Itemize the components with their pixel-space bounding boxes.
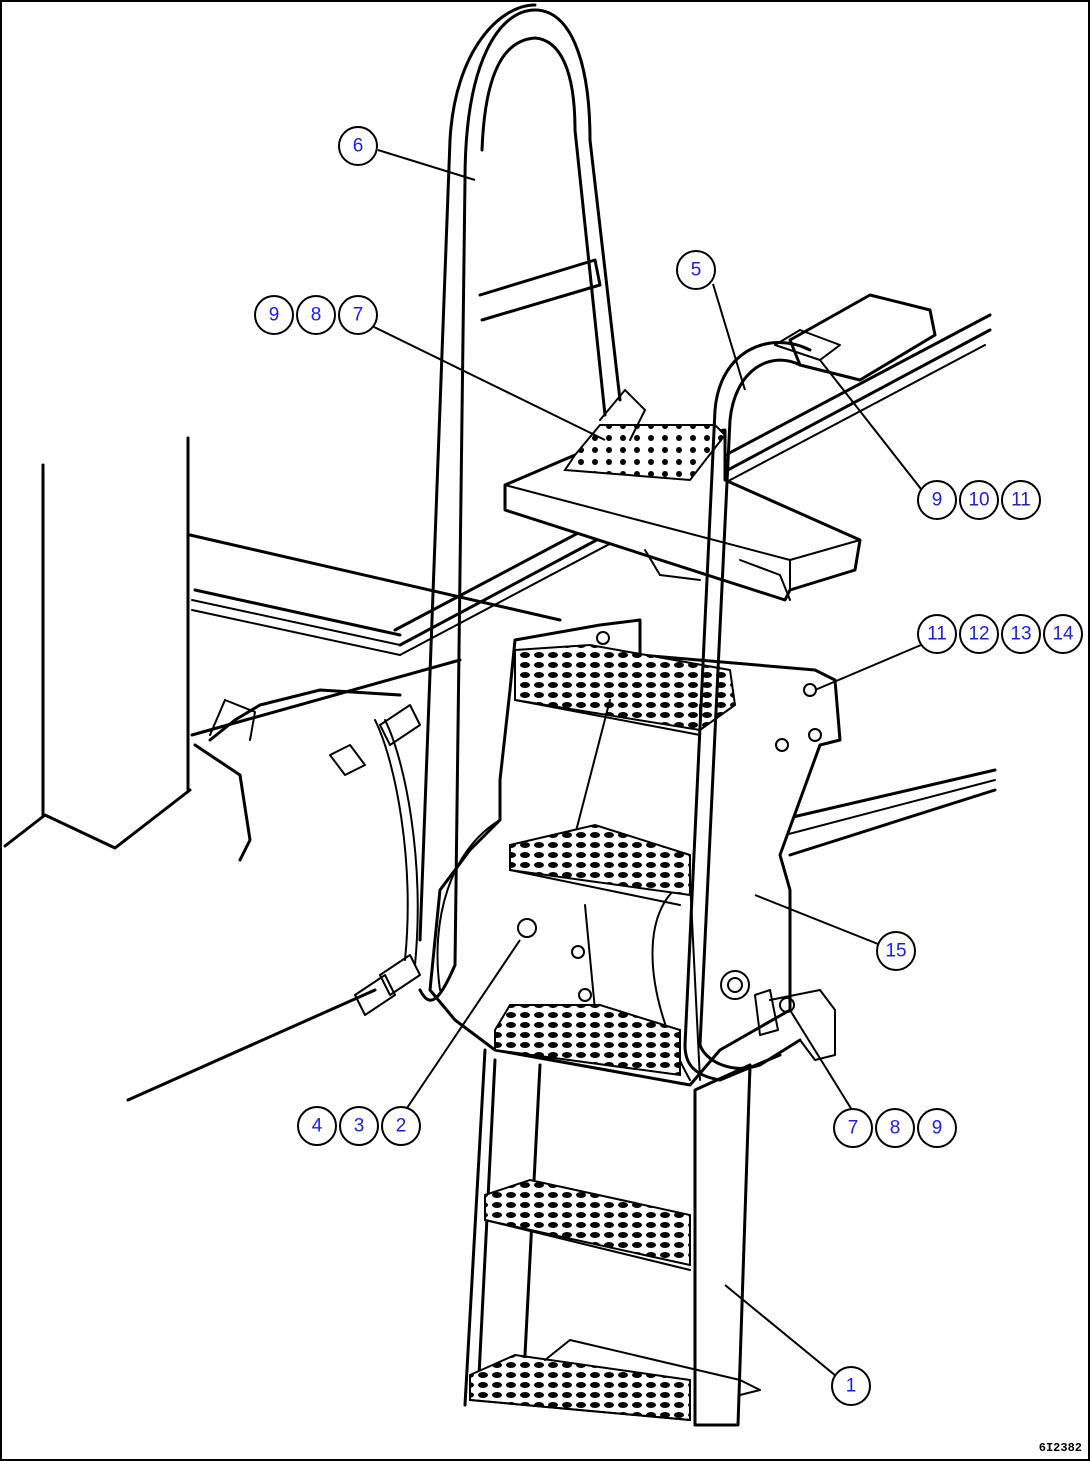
- callout-bubble: 12: [959, 614, 999, 654]
- callout-number: 2: [396, 1116, 407, 1137]
- callout-number: 1: [846, 1376, 857, 1397]
- callout-number: 9: [269, 305, 280, 326]
- callout-number: 11: [927, 624, 947, 645]
- callout-number: 14: [1052, 624, 1074, 645]
- callout-bubble: 6: [338, 126, 378, 166]
- callout-group-7-8-9: 7 8 9: [833, 1108, 957, 1148]
- callout-number: 7: [353, 305, 364, 326]
- callout-bubble: 9: [917, 1108, 957, 1148]
- leader-11121314: [814, 644, 922, 691]
- callout-group-5: 5: [676, 250, 716, 290]
- callout-bubble: 9: [254, 295, 294, 335]
- ladder-bracket: [428, 618, 842, 1087]
- callout-number: 13: [1010, 624, 1031, 645]
- handrail-short: [683, 341, 812, 1082]
- callout-bubble: 4: [297, 1106, 337, 1146]
- callout-bubble: 8: [875, 1108, 915, 1148]
- callout-bubble: 15: [876, 931, 916, 971]
- leader-6: [377, 149, 476, 181]
- callout-bubble: 7: [833, 1108, 873, 1148]
- callout-number: 8: [311, 305, 322, 326]
- callout-number: 6: [353, 136, 364, 157]
- callout-number: 9: [932, 490, 943, 511]
- leader-987: [371, 325, 606, 441]
- callout-bubble: 9: [917, 480, 957, 520]
- callout-number: 8: [890, 1118, 901, 1139]
- callout-bubble: 14: [1043, 614, 1083, 654]
- handrail-tall: [418, 3, 622, 1002]
- callout-bubble: 11: [917, 614, 957, 654]
- callout-number: 12: [968, 624, 989, 645]
- leader-15: [754, 894, 879, 945]
- leader-lines: [371, 149, 922, 1377]
- leader-91011: [819, 359, 922, 490]
- leader-5: [712, 283, 746, 391]
- callout-group-9-8-7: 9 8 7: [254, 295, 378, 335]
- drawing-code: 6I2382: [1038, 1441, 1082, 1455]
- callout-group-9-10-11: 9 10 11: [917, 480, 1041, 520]
- callout-bubble: 13: [1001, 614, 1041, 654]
- callout-number: 7: [848, 1118, 859, 1139]
- callout-bubble: 7: [338, 295, 378, 335]
- callout-number: 9: [932, 1118, 943, 1139]
- callout-bubble: 11: [1001, 480, 1041, 520]
- callout-bubble: 8: [296, 295, 336, 335]
- callout-group-4-3-2: 4 3 2: [297, 1106, 421, 1146]
- callout-number: 10: [968, 490, 989, 511]
- callout-number: 3: [354, 1116, 365, 1137]
- callout-number: 11: [1011, 490, 1031, 511]
- upper-platform-step: [503, 293, 937, 602]
- callout-bubble: 10: [959, 480, 999, 520]
- callout-bubble: 2: [381, 1106, 421, 1146]
- callout-number: 15: [885, 941, 906, 962]
- leader-789: [789, 1009, 853, 1111]
- leader-432: [406, 939, 521, 1109]
- callout-group-1: 1: [831, 1366, 871, 1406]
- callout-bubble: 3: [339, 1106, 379, 1146]
- callout-bubble: 1: [831, 1366, 871, 1406]
- leader-1: [724, 1284, 837, 1377]
- callout-group-11-12-13-14: 11 12 13 14: [917, 614, 1083, 654]
- callout-number: 5: [691, 260, 702, 281]
- callout-group-6: 6: [338, 126, 378, 166]
- callout-number: 4: [312, 1116, 323, 1137]
- callout-bubble: 5: [676, 250, 716, 290]
- callout-group-15: 15: [876, 931, 916, 971]
- lower-ladder: [463, 1048, 761, 1427]
